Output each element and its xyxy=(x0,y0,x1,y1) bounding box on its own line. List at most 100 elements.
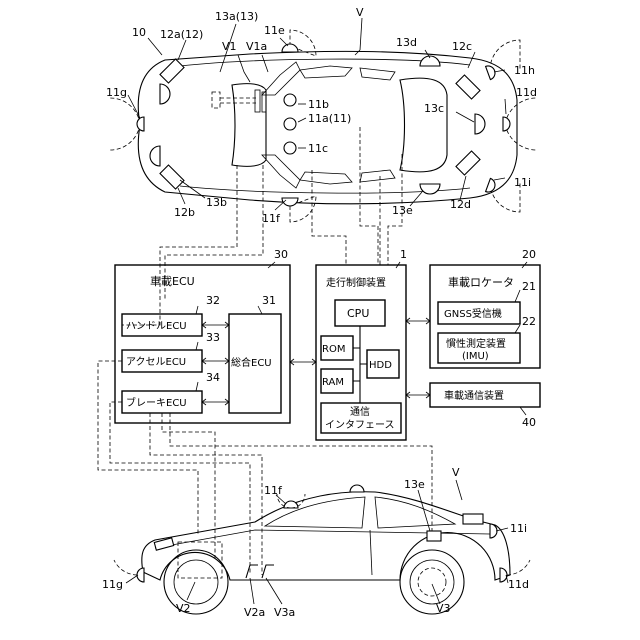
pedal-v2a xyxy=(246,565,258,578)
ref-12a: 12a(12) xyxy=(160,28,203,41)
vehicle-top-upper-wedge xyxy=(262,62,300,95)
radar-12d xyxy=(456,151,480,175)
ecu-title: 車載ECU xyxy=(150,274,195,288)
camera-13b xyxy=(150,146,160,166)
vehicle-top-rear-glass xyxy=(232,84,266,167)
sensor-11b xyxy=(284,94,296,106)
imu-label-1: 慣性測定装置 xyxy=(446,337,506,350)
vehicle-side-window-front xyxy=(375,497,455,528)
front-wheel-inner xyxy=(410,560,454,604)
ref-10: 10 xyxy=(132,26,146,39)
comm-if-label-2: インタフェース xyxy=(325,419,395,431)
ref-11e: 11e xyxy=(264,24,285,37)
handle-ecu-label: ハンドルECU xyxy=(126,321,187,332)
ram-label: RAM xyxy=(322,377,344,388)
ref-1: 1 xyxy=(400,248,407,261)
ref-34: 34 xyxy=(206,371,220,384)
front-brake-dashed xyxy=(418,568,446,596)
sensor-11i xyxy=(486,178,497,194)
ref-v1a: V1a xyxy=(246,40,267,53)
sensor-11d xyxy=(503,117,510,131)
hdd-label: HDD xyxy=(369,360,392,371)
side-radar-front xyxy=(463,514,483,524)
cpu-label: CPU xyxy=(347,307,369,320)
ref-11g: 11g xyxy=(106,86,127,99)
ref-11i-top: 11i xyxy=(514,176,531,189)
brake-ecu-label: ブレーキECU xyxy=(126,396,187,409)
sensor-11f xyxy=(282,198,298,206)
accel-ecu-label: アクセルECU xyxy=(126,356,186,368)
vehicle-top-view xyxy=(110,30,537,222)
arrow-controller-comm xyxy=(406,392,430,398)
ref-13c: 13c xyxy=(424,102,444,115)
sensor-11g xyxy=(137,117,144,131)
ref-13e-side: 13e xyxy=(404,478,425,491)
side-sensor-11g xyxy=(137,568,144,582)
radar-12a xyxy=(160,59,184,83)
camera-13a xyxy=(160,84,170,104)
vehicle-side-door-line xyxy=(370,530,372,575)
ref-v3a: V3a xyxy=(274,606,295,619)
pedal-v1a xyxy=(255,90,260,112)
camera-13e xyxy=(420,184,440,194)
ref-v2a: V2a xyxy=(244,606,265,619)
seat-v1-link xyxy=(220,98,256,103)
ref-11d-side: 11d xyxy=(508,578,529,591)
sensor-11a xyxy=(284,118,296,130)
comm-if-label-1: 通信 xyxy=(350,406,370,418)
ref-12d: 12d xyxy=(450,198,471,211)
ref-11a: 11a(11) xyxy=(308,112,351,125)
ref-v-side: V xyxy=(452,466,460,479)
locator-title: 車載ロケータ xyxy=(448,275,514,289)
ref-12c: 12c xyxy=(452,40,472,53)
integrated-ecu-label: 総合ECU xyxy=(231,356,272,369)
seat-v1-dashed xyxy=(212,92,220,108)
ref-20: 20 xyxy=(522,248,536,261)
ref-13d: 13d xyxy=(396,36,417,49)
ref-11f-side: 11f xyxy=(264,484,283,497)
side-sensor-11d xyxy=(500,568,507,582)
arrow-ecu-controller xyxy=(290,359,316,365)
vehicle-top-body xyxy=(138,51,517,204)
ref-11h: 11h xyxy=(514,64,535,77)
ref-22: 22 xyxy=(522,315,536,328)
radar-12c xyxy=(456,75,480,99)
ref-33: 33 xyxy=(206,331,220,344)
ref-13e-top: 13e xyxy=(392,204,413,217)
radar-12b xyxy=(160,165,184,189)
ref-13b: 13b xyxy=(206,196,227,209)
ref-21: 21 xyxy=(522,280,536,293)
vehicle-top-lower-wedge xyxy=(262,155,300,188)
comm-device-label: 車載通信装置 xyxy=(444,389,504,402)
vehicle-top-window-strip-lower xyxy=(300,170,395,184)
side-sensor-roof xyxy=(350,485,364,492)
rom-label: ROM xyxy=(322,344,345,355)
vehicle-side-body xyxy=(142,492,510,580)
gnss-label: GNSS受信機 xyxy=(444,307,502,320)
sensor-11c xyxy=(284,142,296,154)
ref-11i-side: 11i xyxy=(510,522,527,535)
ref-11d-top: 11d xyxy=(516,86,537,99)
ref-v-top: V xyxy=(356,6,364,19)
vehicle-top-front-glass xyxy=(400,78,447,172)
vehicle-side-window-rear xyxy=(265,497,365,528)
ref-40: 40 xyxy=(522,416,536,429)
controller-title: 走行制御装置 xyxy=(326,276,386,289)
ref-12b: 12b xyxy=(174,206,195,219)
ref-31: 31 xyxy=(262,294,276,307)
side-detect-11g xyxy=(114,560,137,575)
rear-wheel-inner xyxy=(174,560,218,604)
imu-label-2: (IMU) xyxy=(462,351,489,362)
vehicle-side-view xyxy=(114,480,530,614)
ref-11b: 11b xyxy=(308,98,329,111)
ref-32: 32 xyxy=(206,294,220,307)
ref-v3: V3 xyxy=(436,602,451,615)
ref-v2: V2 xyxy=(176,602,191,615)
ref-13a: 13a(13) xyxy=(215,10,258,23)
detect-area-11g xyxy=(110,98,140,150)
side-camera-13e xyxy=(427,531,441,541)
ref-11f-top: 11f xyxy=(262,212,281,225)
ref-11c: 11c xyxy=(308,142,328,155)
